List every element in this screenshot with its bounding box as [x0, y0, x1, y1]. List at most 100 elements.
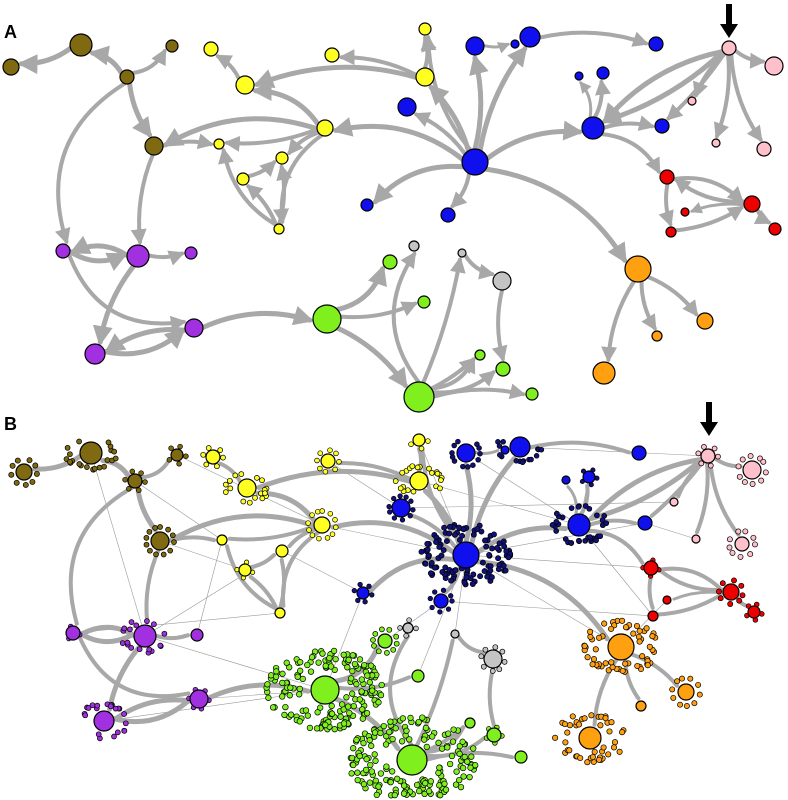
panel-b-leaf-node — [602, 715, 609, 722]
panel-b-edge — [588, 456, 705, 521]
panel-b-node-gray — [483, 649, 503, 669]
panel-a-node-pink — [756, 141, 772, 157]
panel-a-node-blue — [574, 71, 584, 81]
panel-b-leaf-node — [446, 523, 453, 530]
panel-b-leaf-node — [415, 718, 422, 726]
panel-b-leaf-node — [361, 661, 368, 669]
panel-b-thin-edge — [72, 612, 281, 634]
panel-a-node-blue — [654, 118, 670, 134]
panel-b-leaf-node — [133, 622, 140, 629]
panel-b-leaf-node — [425, 788, 433, 795]
panel-b-edge — [425, 750, 514, 762]
panel-b-leaf-node — [287, 711, 295, 718]
panel-b-leaf-node — [33, 470, 40, 477]
panel-b-arrow-marker — [700, 402, 718, 436]
panel-b-leaf-node — [143, 535, 150, 541]
panel-a-node-orange — [651, 330, 663, 342]
panel-b-leaf-node — [410, 488, 417, 495]
panel-b-node-green — [411, 669, 425, 683]
panel-b-node-blue — [582, 470, 596, 484]
panel-b-leaf-node — [101, 463, 107, 470]
panel-a-node-red — [665, 226, 677, 238]
panel-a-node-olive — [69, 33, 93, 57]
panel-b-node-purple — [93, 710, 115, 732]
panel-b-leaf-node — [449, 598, 455, 604]
panel-a-node-green — [495, 361, 511, 377]
panel-b-leaf-node — [437, 609, 443, 615]
panel-b-leaf-node — [367, 761, 374, 769]
panel-b-leaf-node — [646, 643, 653, 650]
panel-b-leaf-node — [701, 444, 707, 450]
panel-b-node-pink — [669, 497, 679, 507]
panel-b-edge — [708, 460, 741, 537]
panel-b-leaf-node — [564, 729, 571, 736]
panel-b-node-gray — [402, 622, 414, 634]
panel-b-leaf-node — [403, 633, 409, 639]
panel-b-leaf-node — [466, 773, 473, 781]
panel-a-edge — [334, 264, 387, 313]
panel-b-leaf-node — [726, 536, 733, 543]
panel-b-leaf-node — [519, 459, 526, 466]
panel-b-node-purple — [133, 624, 157, 648]
panel-b-leaf-node — [427, 595, 433, 602]
panel-b-leaf-node — [379, 626, 385, 633]
panel-b-node-gray — [450, 629, 460, 639]
panel-b-leaf-node — [375, 783, 382, 790]
panel-b-leaf-node — [406, 736, 413, 743]
panel-a-node-blue — [360, 198, 374, 212]
panel-b-leaf-node — [322, 468, 329, 475]
panel-a-edge — [253, 64, 419, 88]
panel-a-node-gray — [492, 271, 512, 291]
panel-b-leaf-node — [176, 461, 182, 467]
panel-b-leaf-node — [146, 646, 153, 653]
panel-b-node-yellow — [412, 433, 426, 447]
panel-b-leaf-node — [719, 580, 726, 587]
panel-b-leaf-node — [440, 587, 447, 593]
panel-b-leaf-node — [448, 752, 456, 760]
panel-b-leaf-node — [397, 493, 403, 499]
panel-b-leaf-node — [735, 528, 742, 535]
panel-a-edge — [485, 120, 584, 161]
panel-b-leaf-node — [731, 577, 737, 584]
panel-b-leaf-node — [371, 751, 378, 758]
panel-b-leaf-node — [306, 527, 312, 533]
panel-b-leaf-node — [762, 469, 769, 476]
panel-b-leaf-node — [282, 703, 289, 711]
panel-b-edge — [566, 485, 578, 516]
panel-b-leaf-node — [153, 551, 159, 558]
panel-b-leaf-node — [138, 470, 144, 476]
panel-a-edge — [432, 383, 527, 400]
panel-b-leaf-node — [383, 733, 390, 740]
panel-a-edge — [67, 252, 187, 332]
panel-a-node-pink — [711, 138, 721, 148]
panel-b-leaf-node — [644, 662, 651, 669]
panel-b-leaf-node — [561, 721, 569, 728]
panel-b-leaf-node — [440, 547, 447, 554]
panel-b-leaf-node — [482, 646, 489, 653]
panel-b-node-blue — [509, 436, 531, 458]
panel-b-thin-edge — [159, 540, 246, 571]
panel-b-leaf-node — [408, 498, 414, 504]
panel-b-leaf-node — [597, 533, 604, 540]
panel-b-leaf-node — [397, 485, 404, 492]
panel-b-leaf-node — [349, 690, 356, 697]
panel-b-leaf-node — [265, 694, 272, 701]
panel-b-leaf-node — [129, 468, 136, 475]
panel-b-leaf-node — [747, 453, 754, 460]
panel-b-leaf-node — [328, 710, 336, 717]
panel-b-leaf-node — [436, 782, 443, 789]
panel-b-leaf-node — [314, 457, 320, 464]
panel-b-leaf-node — [696, 691, 703, 698]
panel-b-leaf-node — [359, 715, 366, 722]
panel-a-edge — [223, 127, 320, 152]
panel-a-edge — [102, 328, 186, 357]
panel-a-label: A — [4, 22, 17, 42]
panel-b-leaf-node — [214, 463, 220, 470]
panel-b-edge — [588, 518, 637, 527]
panel-a-node-red — [768, 222, 782, 236]
panel-b-leaf-node — [584, 654, 591, 661]
panel-b-leaf-node — [151, 621, 157, 628]
panel-a-edge — [602, 115, 656, 131]
panel-a-edge — [733, 48, 767, 69]
